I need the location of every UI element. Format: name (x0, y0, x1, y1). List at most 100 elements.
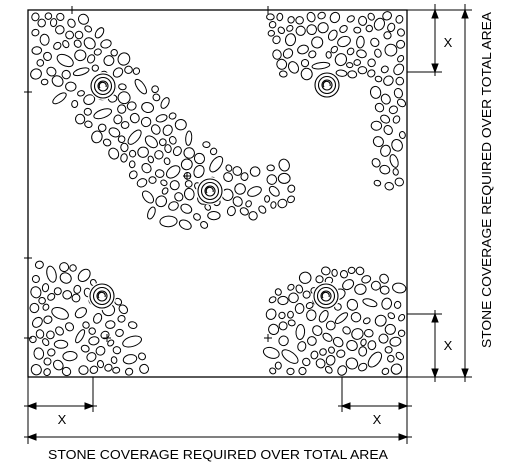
stone (164, 144, 172, 154)
stone (141, 102, 155, 113)
stone (93, 48, 102, 56)
stone (29, 335, 37, 344)
stone (29, 302, 40, 314)
stone (64, 322, 75, 332)
stone (51, 75, 64, 87)
stone (53, 287, 62, 296)
stone (59, 262, 70, 273)
stone (172, 146, 182, 157)
stone (100, 39, 112, 49)
stone (357, 66, 368, 75)
stone (239, 207, 249, 216)
stone (193, 152, 206, 165)
dim-label-bottom-right-vertical: X (444, 338, 453, 353)
stone (83, 94, 96, 105)
well-ring (89, 283, 115, 309)
stone (247, 186, 262, 197)
stone (112, 67, 124, 78)
stone (185, 130, 193, 146)
well-core (97, 291, 106, 299)
stone (334, 53, 348, 67)
stone (200, 220, 209, 229)
stone (137, 146, 149, 158)
stone (52, 92, 67, 105)
stone (383, 124, 393, 136)
stone (169, 180, 180, 191)
stone (56, 12, 65, 21)
stone (232, 196, 243, 207)
stone (112, 346, 122, 355)
stone (305, 301, 314, 310)
stone (372, 136, 384, 148)
stone (308, 50, 317, 59)
stone (160, 97, 170, 109)
stone (367, 58, 376, 68)
stone (287, 16, 295, 24)
stone (331, 268, 338, 277)
stone (337, 35, 351, 48)
stone (380, 65, 389, 74)
stone (396, 39, 406, 49)
stone (354, 283, 367, 295)
stone (115, 328, 124, 337)
stone (370, 280, 381, 291)
stone (209, 147, 218, 156)
stone (380, 114, 391, 124)
stone (209, 155, 224, 173)
stone (105, 320, 116, 329)
stone (380, 93, 391, 105)
stone (44, 12, 53, 20)
stone (86, 352, 97, 362)
stone (102, 138, 112, 147)
stone (312, 325, 323, 336)
stone (74, 30, 84, 40)
stone (298, 366, 307, 376)
stone (128, 160, 136, 169)
stone (53, 339, 69, 349)
stone (41, 283, 50, 293)
stone (207, 210, 221, 221)
stone (49, 18, 58, 28)
stone (358, 15, 368, 26)
stone (282, 48, 294, 59)
stone (166, 165, 181, 179)
stone (373, 17, 385, 31)
stone (159, 215, 178, 228)
stone (152, 93, 161, 102)
stone (112, 366, 121, 374)
well-core (322, 80, 331, 88)
stone (281, 349, 299, 364)
stone (295, 25, 306, 36)
stone (265, 308, 277, 320)
stone (307, 336, 317, 346)
stone (78, 13, 89, 25)
stone (297, 44, 309, 55)
stone (174, 192, 184, 202)
stone (388, 105, 399, 115)
well-ring (314, 72, 340, 98)
stone (155, 114, 168, 123)
stone (272, 49, 282, 60)
stone (345, 357, 359, 370)
stone (347, 266, 356, 275)
stone (33, 347, 45, 360)
stone (83, 37, 96, 50)
stone (369, 85, 382, 99)
stone (270, 201, 277, 209)
stone (232, 166, 243, 176)
stone (371, 158, 381, 168)
stone (392, 168, 399, 176)
stone (358, 346, 368, 357)
stone (382, 11, 392, 21)
right-dimensions (407, 4, 472, 382)
stone (84, 25, 93, 33)
stone (350, 312, 362, 323)
stone (365, 24, 373, 33)
stone (287, 319, 296, 327)
stone (163, 157, 171, 166)
stone (396, 98, 407, 108)
stone (91, 64, 99, 72)
stone (183, 187, 195, 201)
stone (93, 108, 113, 120)
stone (295, 284, 304, 294)
